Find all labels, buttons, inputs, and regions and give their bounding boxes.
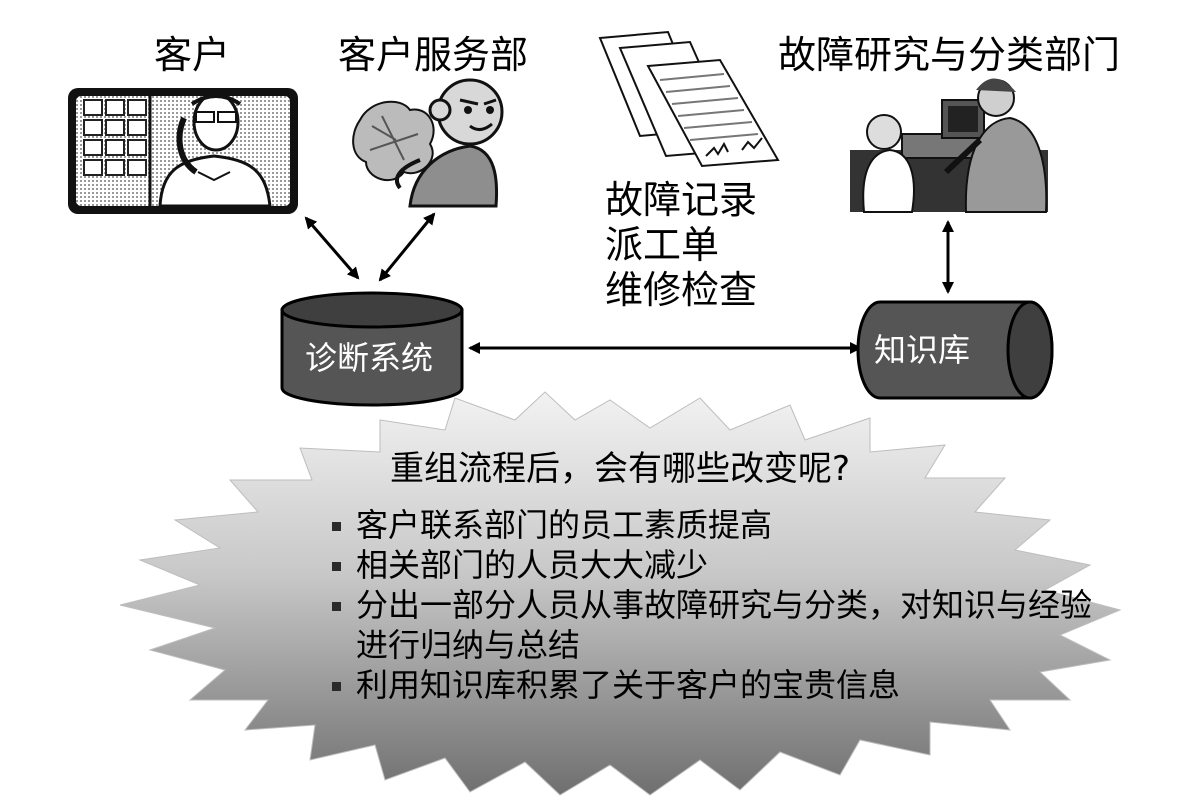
knowledge-base-cylinder (856, 300, 1054, 400)
change-item: 分出一部分人员从事故障研究与分类，对知识与经验进行归纳与总结 (330, 585, 1096, 665)
service-dept-illustration (352, 78, 504, 208)
document-list: 故障记录 派工单 维修检查 (605, 178, 757, 313)
customer-label: 客户 (154, 33, 231, 77)
change-item: 利用知识库积累了关于客户的宝贵信息 (330, 665, 1096, 705)
documents-illustration (598, 30, 780, 168)
knowledge-base-label: 知识库 (874, 331, 971, 369)
arrow-service-diagnosis (378, 212, 436, 282)
change-list: 客户联系部门的员工素质提高 相关部门的人员大大减少 分出一部分人员从事故障研究与… (330, 505, 1096, 705)
arrow-customer-diagnosis (304, 216, 360, 280)
document-work-order: 派工单 (605, 223, 720, 267)
service-dept-label: 客户服务部 (338, 33, 529, 77)
change-item: 相关部门的人员大大减少 (330, 545, 1096, 585)
diagnosis-system-cylinder (280, 291, 464, 407)
change-burst-shape (119, 391, 1122, 796)
research-dept-label: 故障研究与分类部门 (778, 33, 1121, 77)
diagnosis-system-label: 诊断系统 (305, 339, 434, 377)
document-fault-record: 故障记录 (605, 178, 758, 222)
customer-illustration (68, 88, 298, 214)
research-dept-illustration (850, 78, 1048, 213)
change-item: 客户联系部门的员工素质提高 (330, 505, 1096, 545)
document-repair-check: 维修检查 (605, 268, 758, 312)
burst-title: 重组流程后，会有哪些改变呢? (390, 449, 851, 489)
